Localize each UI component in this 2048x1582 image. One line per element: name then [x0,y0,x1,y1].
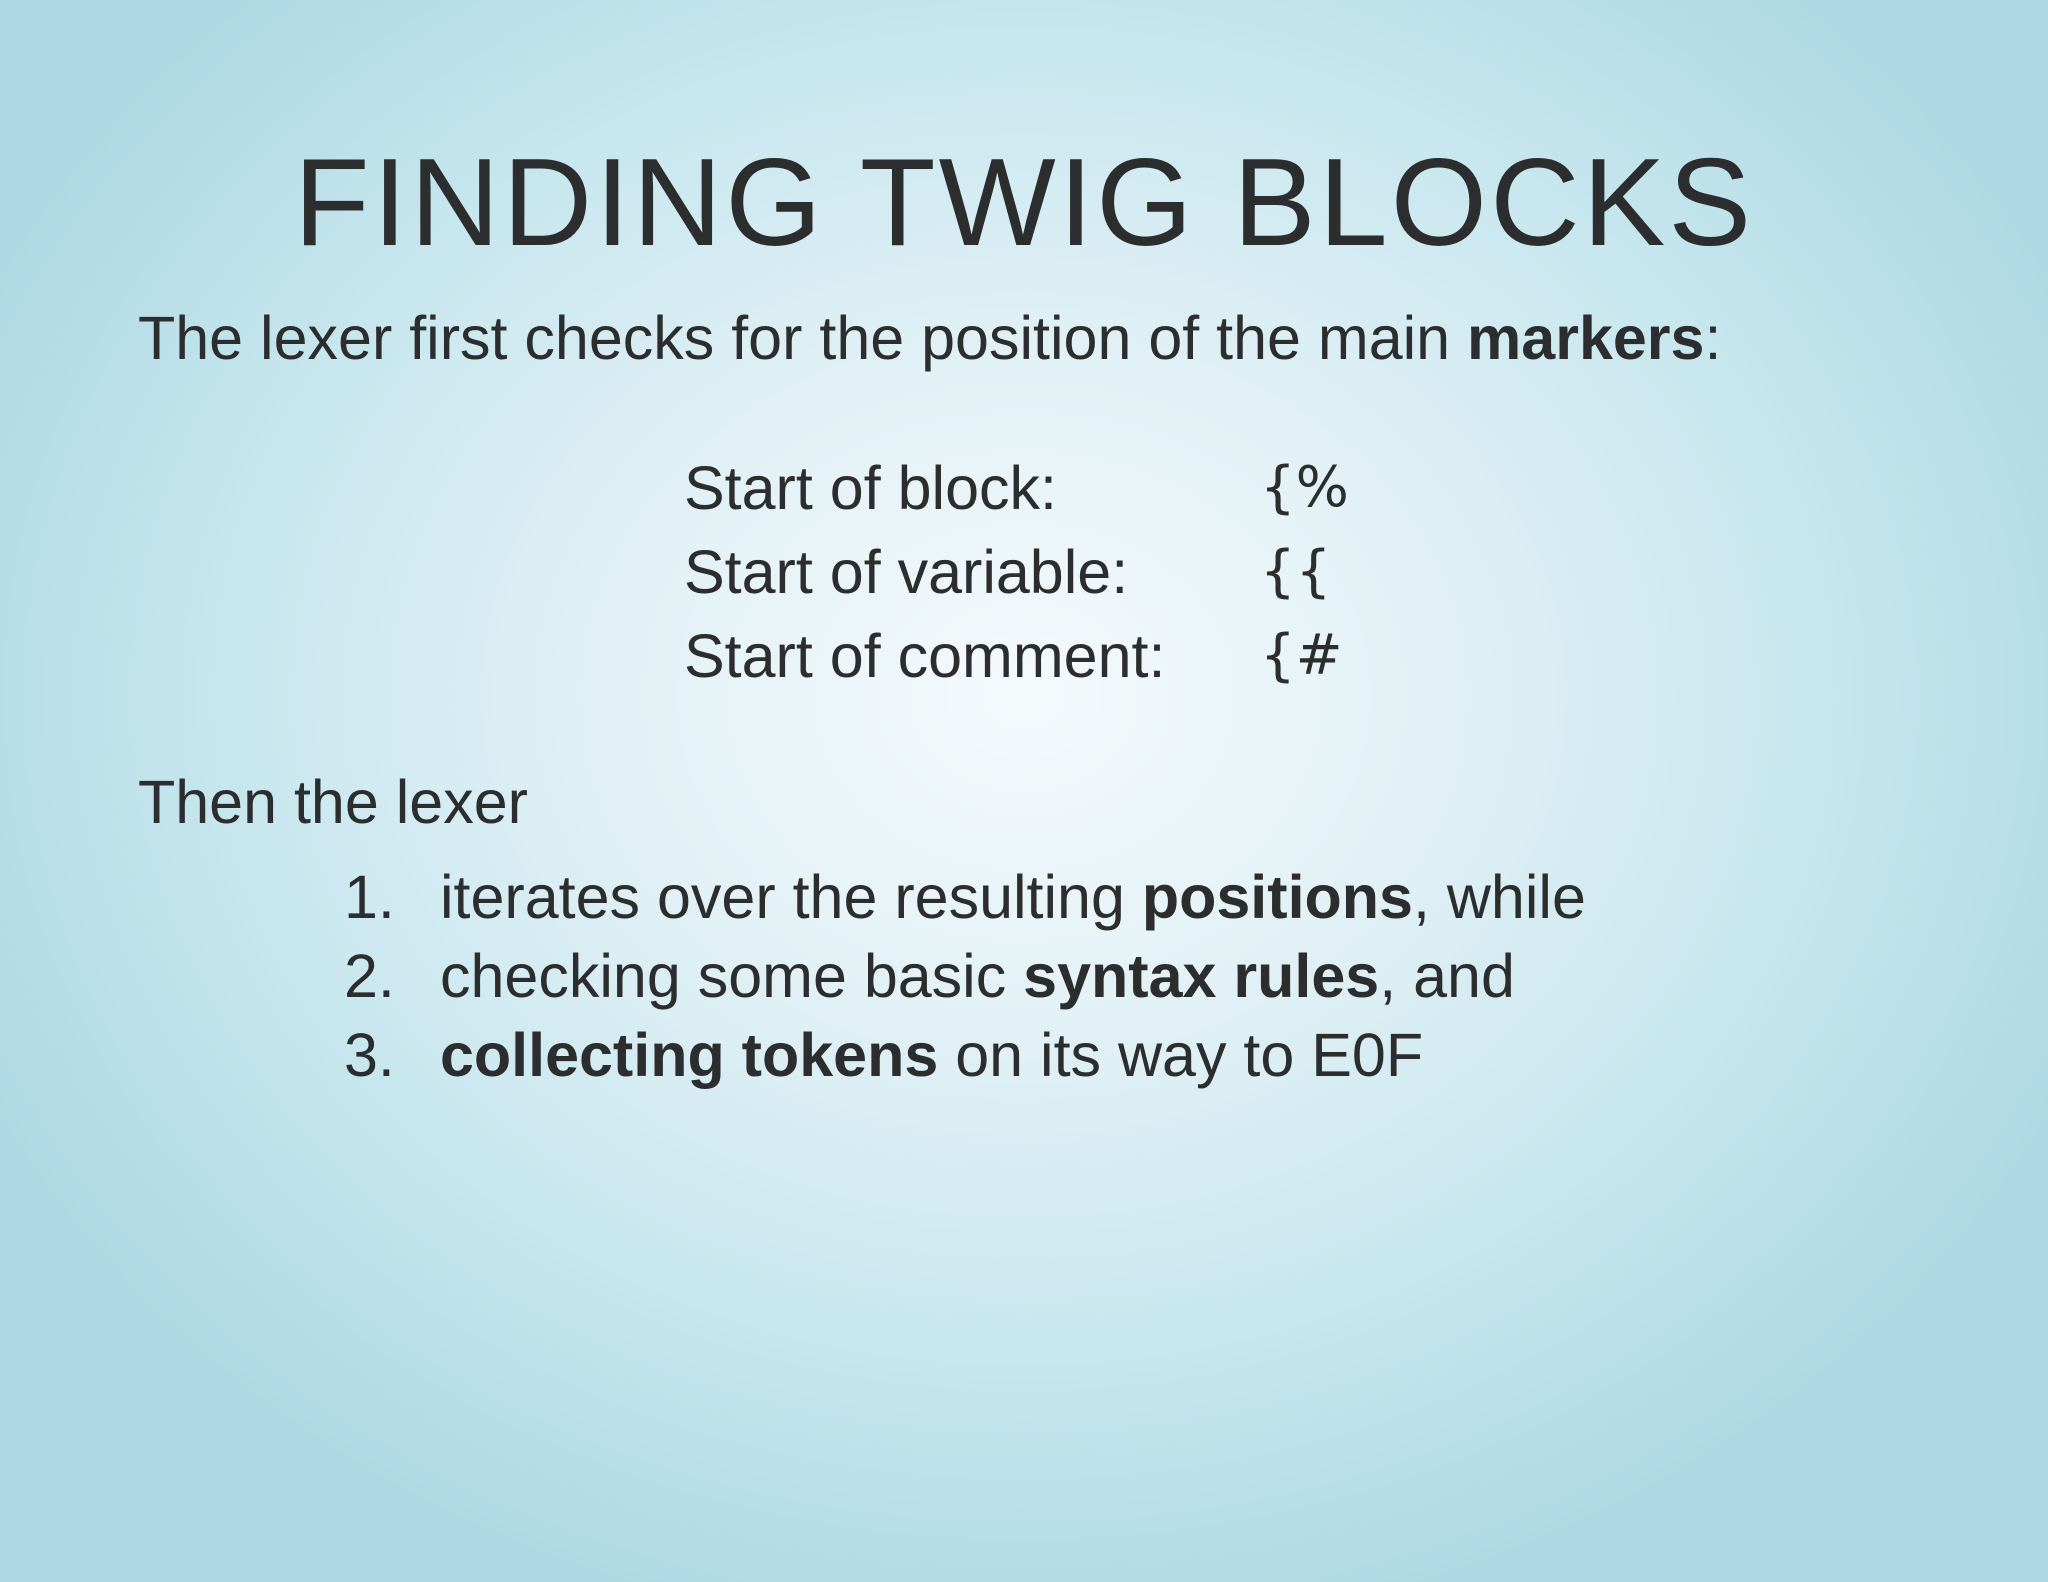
list-number: 3. [344,1021,395,1089]
marker-label: Start of comment: [684,622,1166,690]
list-text: collecting tokens on its way to E0F [440,1016,1423,1095]
steps-list: 1. iterates over the resulting positions… [344,858,1586,1095]
marker-label: Start of variable: [684,538,1129,606]
list-text-bold: collecting tokens [440,1021,939,1089]
list-text-post: on its way to E0F [938,1021,1424,1089]
list-text: checking some basic syntax rules, and [440,937,1515,1016]
list-text-post: , and [1379,942,1515,1010]
list-text-pre: checking some basic [440,942,1024,1010]
list-text-bold: positions [1141,863,1413,931]
list-number: 1. [344,863,395,931]
list-text: iterates over the resulting positions, w… [440,858,1586,937]
marker-row-block: Start of block: {% [684,446,1349,530]
markers-table: Start of block: {% Start of variable: {{… [684,446,1349,698]
intro-suffix: : [1704,304,1722,372]
list-item: 1. iterates over the resulting positions… [344,858,1586,937]
list-text-post: , while [1412,863,1586,931]
intro-text: The lexer first checks for the position … [138,304,1468,372]
marker-symbol: {# [1260,623,1343,688]
intro-paragraph: The lexer first checks for the position … [138,298,1721,378]
list-item: 3. collecting tokens on its way to E0F [344,1016,1586,1095]
then-paragraph: Then the lexer [138,768,528,836]
marker-symbol: {% [1260,455,1349,520]
intro-bold-markers: markers [1467,304,1705,372]
list-text-bold: syntax rules [1023,942,1380,1010]
list-item: 2. checking some basic syntax rules, and [344,937,1586,1016]
list-text-pre: iterates over the resulting [440,863,1142,931]
list-number: 2. [344,942,395,1010]
marker-label: Start of block: [684,454,1057,522]
marker-row-variable: Start of variable: {{ [684,530,1349,614]
slide-title-text: FINDING TWIG BLOCKS [293,134,1755,272]
marker-symbol: {{ [1260,539,1332,604]
slide-title: FINDING TWIG BLOCKS [0,128,2048,278]
marker-row-comment: Start of comment: {# [684,614,1349,698]
